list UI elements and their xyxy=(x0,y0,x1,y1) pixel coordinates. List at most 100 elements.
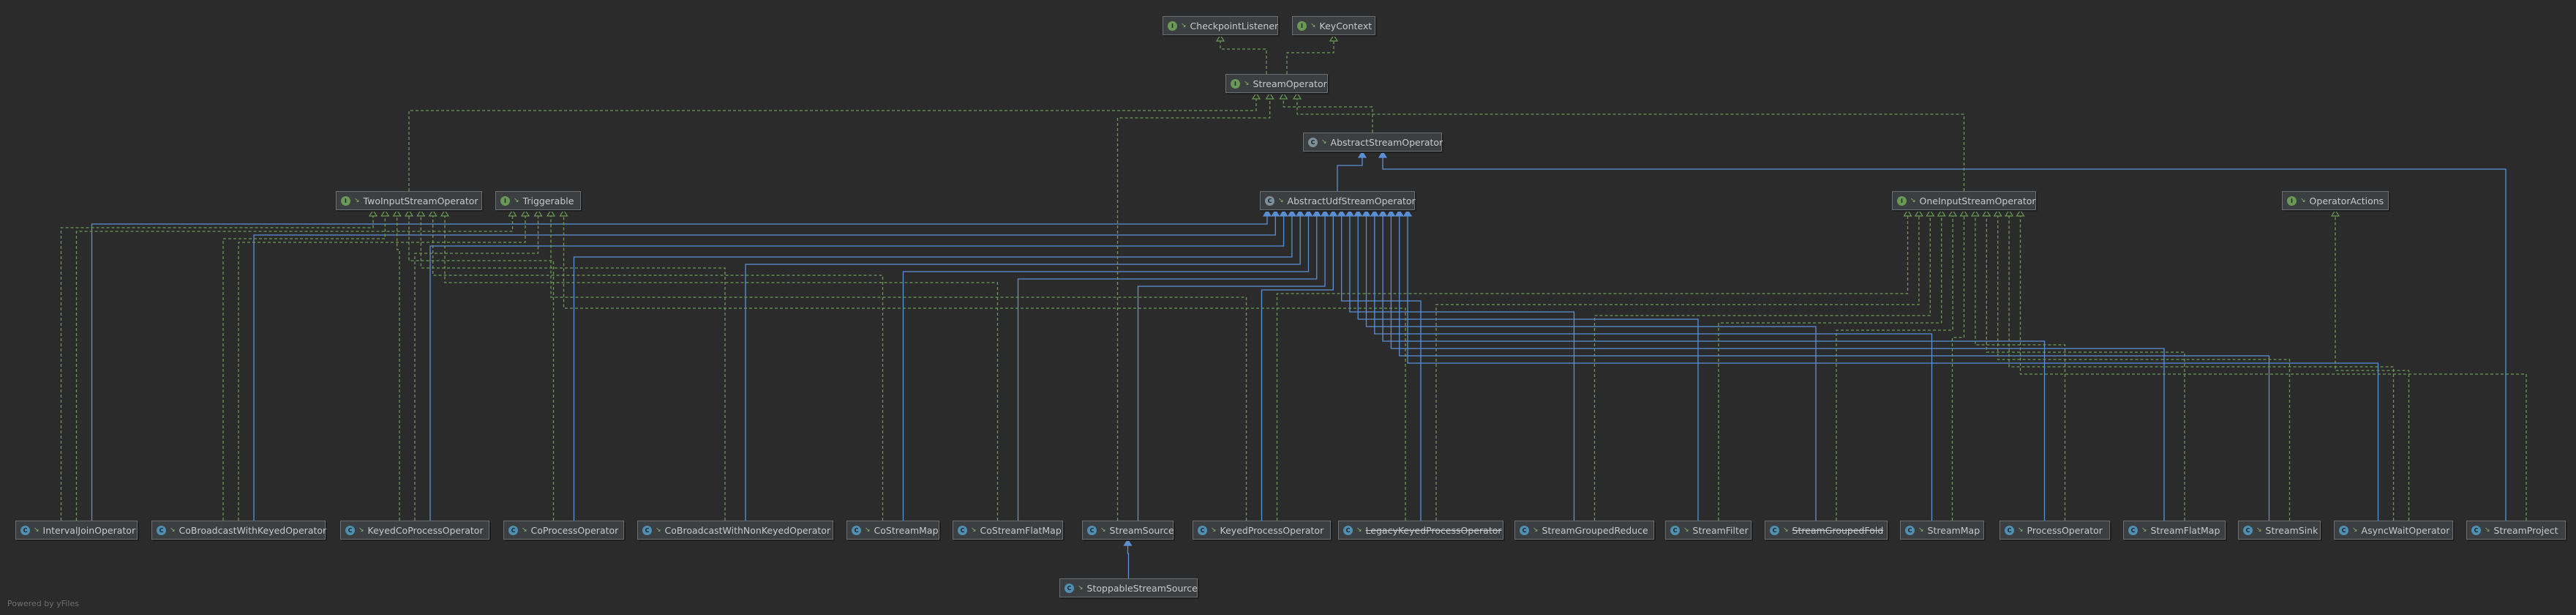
edge-legacykeyedprocessoperator-triggerable xyxy=(563,215,1406,521)
node-label: StreamGroupedFold xyxy=(1792,524,1884,536)
node-label: OperatorActions xyxy=(2309,195,2384,206)
arrowhead-keyedprocessoperator-oneinputstreamoperator xyxy=(1903,209,1912,217)
node-label: AbstractUdfStreamOperator xyxy=(1287,195,1416,206)
arrowhead-legacykeyedprocessoperator-abstractudfstreamoperator xyxy=(1337,209,1346,217)
edge-keyedprocessoperator-triggerable xyxy=(550,215,1247,521)
edge-streamsink-abstractudfstreamoperator xyxy=(1399,215,2270,521)
edge-streamgroupedreduce-abstractudfstreamoperator xyxy=(1349,215,1575,521)
node-label: CoStreamFlatMap xyxy=(980,524,1062,536)
arrowhead-coprocessoperator-abstractudfstreamoperator xyxy=(1287,209,1296,217)
class-icon: C xyxy=(2471,525,2481,535)
edge-streammap-abstractudfstreamoperator xyxy=(1374,215,1933,521)
arrowhead-streamgroupedreduce-oneinputstreamoperator xyxy=(1926,209,1935,217)
arrowhead-keyedcoprocessoperator-abstractudfstreamoperator xyxy=(1279,209,1288,217)
abstract-class-icon: C xyxy=(1308,137,1318,147)
node-abstractudfstreamoperator[interactable]: C↘ AbstractUdfStreamOperator xyxy=(1260,191,1416,210)
pin-icon: ↘ xyxy=(1244,80,1250,87)
pin-icon: ↘ xyxy=(656,526,661,534)
pin-icon: ↘ xyxy=(1783,526,1789,534)
node-oneinputstreamoperator[interactable]: I↘ OneInputStreamOperator xyxy=(1892,191,2036,210)
edge-streamgroupedfold-oneinputstreamoperator xyxy=(1836,215,1953,521)
edge-legacykeyedprocessoperator-oneinputstreamoperator xyxy=(1435,215,1920,521)
node-label: StreamMap xyxy=(1927,524,1980,536)
pin-icon: ↘ xyxy=(1918,526,1924,534)
node-label: IntervalJoinOperator xyxy=(42,524,136,536)
node-cobroadcastwithkeyedoperator[interactable]: C ↘ CoBroadcastWithKeyedOperator xyxy=(151,521,326,540)
edge-streamfilter-abstractudfstreamoperator xyxy=(1357,215,1699,521)
arrowhead-stoppablestreamsource-streamsource xyxy=(1123,538,1133,546)
edge-streamsource-streamoperator xyxy=(1116,98,1271,521)
node-keyedcoprocessoperator[interactable]: C↘ KeyedCoProcessOperator xyxy=(340,521,489,540)
arrowhead-cobroadcastwithkeyedoperator-twoinputstreamoperator xyxy=(380,209,390,217)
arrowhead-costreammap-twoinputstreamoperator xyxy=(428,209,438,217)
arrowhead-streamoperator-checkpointlistener xyxy=(1215,34,1225,42)
class-icon: C xyxy=(2339,525,2348,535)
node-streamoperator[interactable]: I↘ StreamOperator xyxy=(1225,74,1328,93)
node-stoppablestreamsource[interactable]: C↘ StoppableStreamSource xyxy=(1059,578,1198,597)
node-cobroadcastwithnonkeyedoperator[interactable]: C↘ CoBroadcastWithNonKeyedOperator xyxy=(637,521,833,540)
class-icon: C xyxy=(1770,525,1779,535)
pin-icon: ↘ xyxy=(354,197,360,204)
pin-icon: ↘ xyxy=(1310,22,1316,29)
node-intervaljoinoperator[interactable]: C↘ IntervalJoinOperator xyxy=(15,521,138,540)
node-streamgroupedreduce[interactable]: C↘ StreamGroupedReduce xyxy=(1514,521,1654,540)
node-checkpointlistener[interactable]: I↘ CheckpointListener xyxy=(1163,16,1278,35)
node-streamflatmap[interactable]: C↘ StreamFlatMap xyxy=(2123,521,2226,540)
node-streamgroupedfold[interactable]: C ↘ StreamGroupedFold xyxy=(1765,521,1888,540)
arrowhead-streammap-oneinputstreamoperator xyxy=(1959,209,1969,217)
arrowhead-twoinputstreamoperator-streamoperator xyxy=(1251,92,1261,100)
node-label: OneInputStreamOperator xyxy=(1919,195,2036,206)
node-costreamflatmap[interactable]: C↘ CoStreamFlatMap xyxy=(953,521,1063,540)
node-label: StreamOperator xyxy=(1253,78,1327,89)
node-costreammap[interactable]: C↘ CoStreamMap xyxy=(846,521,939,540)
edge-streamflatmap-oneinputstreamoperator xyxy=(1986,215,2185,521)
edge-stoppablestreamsource-streamsource xyxy=(1127,545,1130,578)
node-operatoractions[interactable]: I↘ OperatorActions xyxy=(2282,191,2389,210)
arrowhead-legacykeyedprocessoperator-oneinputstreamoperator xyxy=(1914,209,1923,217)
edge-keyedcoprocessoperator-triggerable xyxy=(414,215,539,521)
node-asyncwaitoperator[interactable]: C↘ AsyncWaitOperator xyxy=(2334,521,2453,540)
edge-asyncwaitoperator-oneinputstreamoperator xyxy=(2008,215,2395,521)
node-coprocessoperator[interactable]: C↘ CoProcessOperator xyxy=(503,521,624,540)
edge-cobroadcastwithkeyedoperator-twoinputstreamoperator xyxy=(222,215,386,521)
class-icon: C xyxy=(958,525,967,535)
arrowhead-asyncwaitoperator-oneinputstreamoperator xyxy=(2005,209,2014,217)
pin-icon: ↘ xyxy=(865,526,871,534)
arrowhead-costreamflatmap-abstractudfstreamoperator xyxy=(1312,209,1321,217)
edge-streamproject-oneinputstreamoperator xyxy=(2019,215,2527,521)
pin-icon: ↘ xyxy=(170,526,176,534)
node-streamfilter[interactable]: C↘ StreamFilter xyxy=(1665,521,1751,540)
node-abstractstreamoperator[interactable]: C↘ AbstractStreamOperator xyxy=(1303,133,1443,152)
node-keyedprocessoperator[interactable]: C↘ KeyedProcessOperator xyxy=(1193,521,1331,540)
node-keycontext[interactable]: I↘ KeyContext xyxy=(1292,16,1375,35)
arrowhead-keyedcoprocessoperator-triggerable xyxy=(533,209,543,217)
pin-icon: ↘ xyxy=(1533,526,1539,534)
edge-streamoperator-keycontext xyxy=(1286,40,1334,74)
node-streamproject[interactable]: C↘ StreamProject xyxy=(2466,521,2566,540)
arrowhead-streamgroupedfold-abstractudfstreamoperator xyxy=(1362,209,1371,217)
interface-icon: I xyxy=(1897,195,1907,206)
node-legacykeyedprocessoperator[interactable]: C↘ LegacyKeyedProcessOperator xyxy=(1338,521,1503,540)
edge-coprocessoperator-twoinputstreamoperator xyxy=(408,215,555,521)
node-triggerable[interactable]: I↘ Triggerable xyxy=(495,191,581,210)
node-twoinputstreamoperator[interactable]: I↘ TwoInputStreamOperator xyxy=(336,191,482,210)
class-icon: C xyxy=(1520,525,1529,535)
node-processoperator[interactable]: C↘ ProcessOperator xyxy=(1999,521,2110,540)
edge-streamfilter-oneinputstreamoperator xyxy=(1718,215,1942,521)
node-streamsink[interactable]: C↘ StreamSink xyxy=(2238,521,2321,540)
pin-icon: ↘ xyxy=(2256,526,2262,534)
class-icon: C xyxy=(157,525,166,535)
arrowhead-keyedprocessoperator-abstractudfstreamoperator xyxy=(1329,209,1338,217)
node-label: CoBroadcastWithKeyedOperator xyxy=(179,524,327,536)
node-label: CheckpointListener xyxy=(1190,20,1279,31)
node-label: CoProcessOperator xyxy=(530,524,619,536)
arrowhead-streamsource-streamoperator xyxy=(1265,92,1274,100)
arrowhead-streammap-abstractudfstreamoperator xyxy=(1370,209,1379,217)
edge-streamoperator-checkpointlistener xyxy=(1220,40,1267,74)
pin-icon: ↘ xyxy=(2300,197,2306,204)
pin-icon: ↘ xyxy=(1181,22,1187,29)
node-streammap[interactable]: C↘ StreamMap xyxy=(1900,521,1984,540)
node-streamsource[interactable]: C↘ StreamSource xyxy=(1082,521,1174,540)
arrowhead-streamproject-abstractstreamoperator xyxy=(1378,150,1388,158)
arrowhead-costreamflatmap-twoinputstreamoperator xyxy=(440,209,450,217)
